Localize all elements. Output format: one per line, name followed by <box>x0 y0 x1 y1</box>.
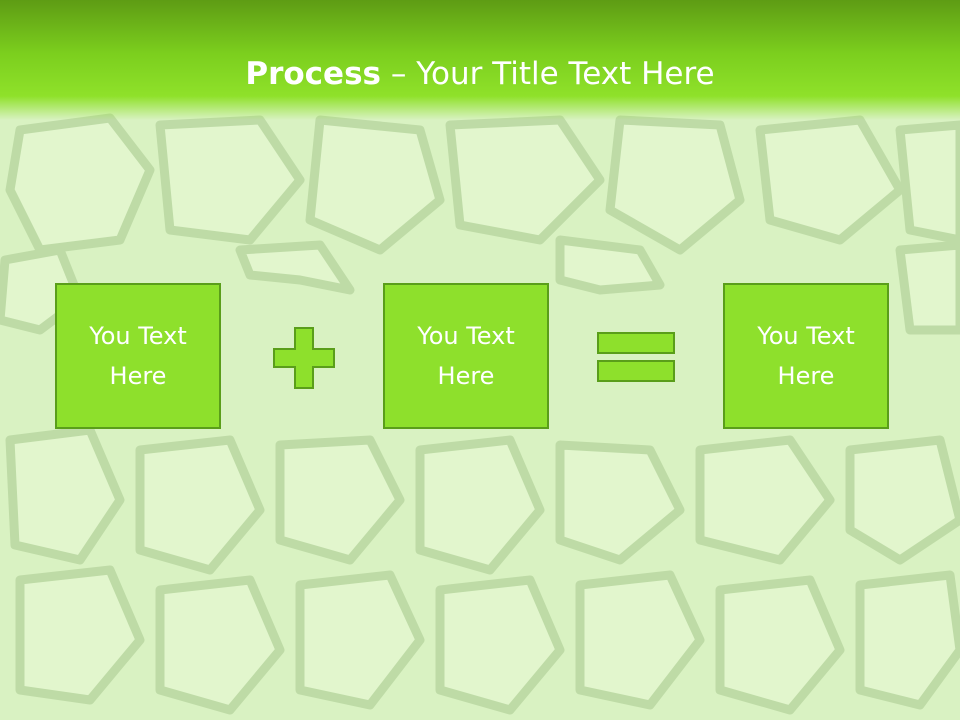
slide-title: Process – Your Title Text Here <box>0 52 960 96</box>
process-box-1[interactable]: You Text Here <box>55 283 221 429</box>
equals-icon <box>597 332 675 382</box>
slide-title-bold: Process <box>245 56 381 92</box>
process-box-1-text: You Text Here <box>89 322 187 390</box>
process-box-3-text: You Text Here <box>757 322 855 390</box>
process-box-3[interactable]: You Text Here <box>723 283 889 429</box>
plus-icon <box>273 327 335 389</box>
process-box-2-text: You Text Here <box>417 322 515 390</box>
process-box-2[interactable]: You Text Here <box>383 283 549 429</box>
slide-title-rest: – Your Title Text Here <box>381 56 715 92</box>
title-header-band <box>0 0 960 120</box>
